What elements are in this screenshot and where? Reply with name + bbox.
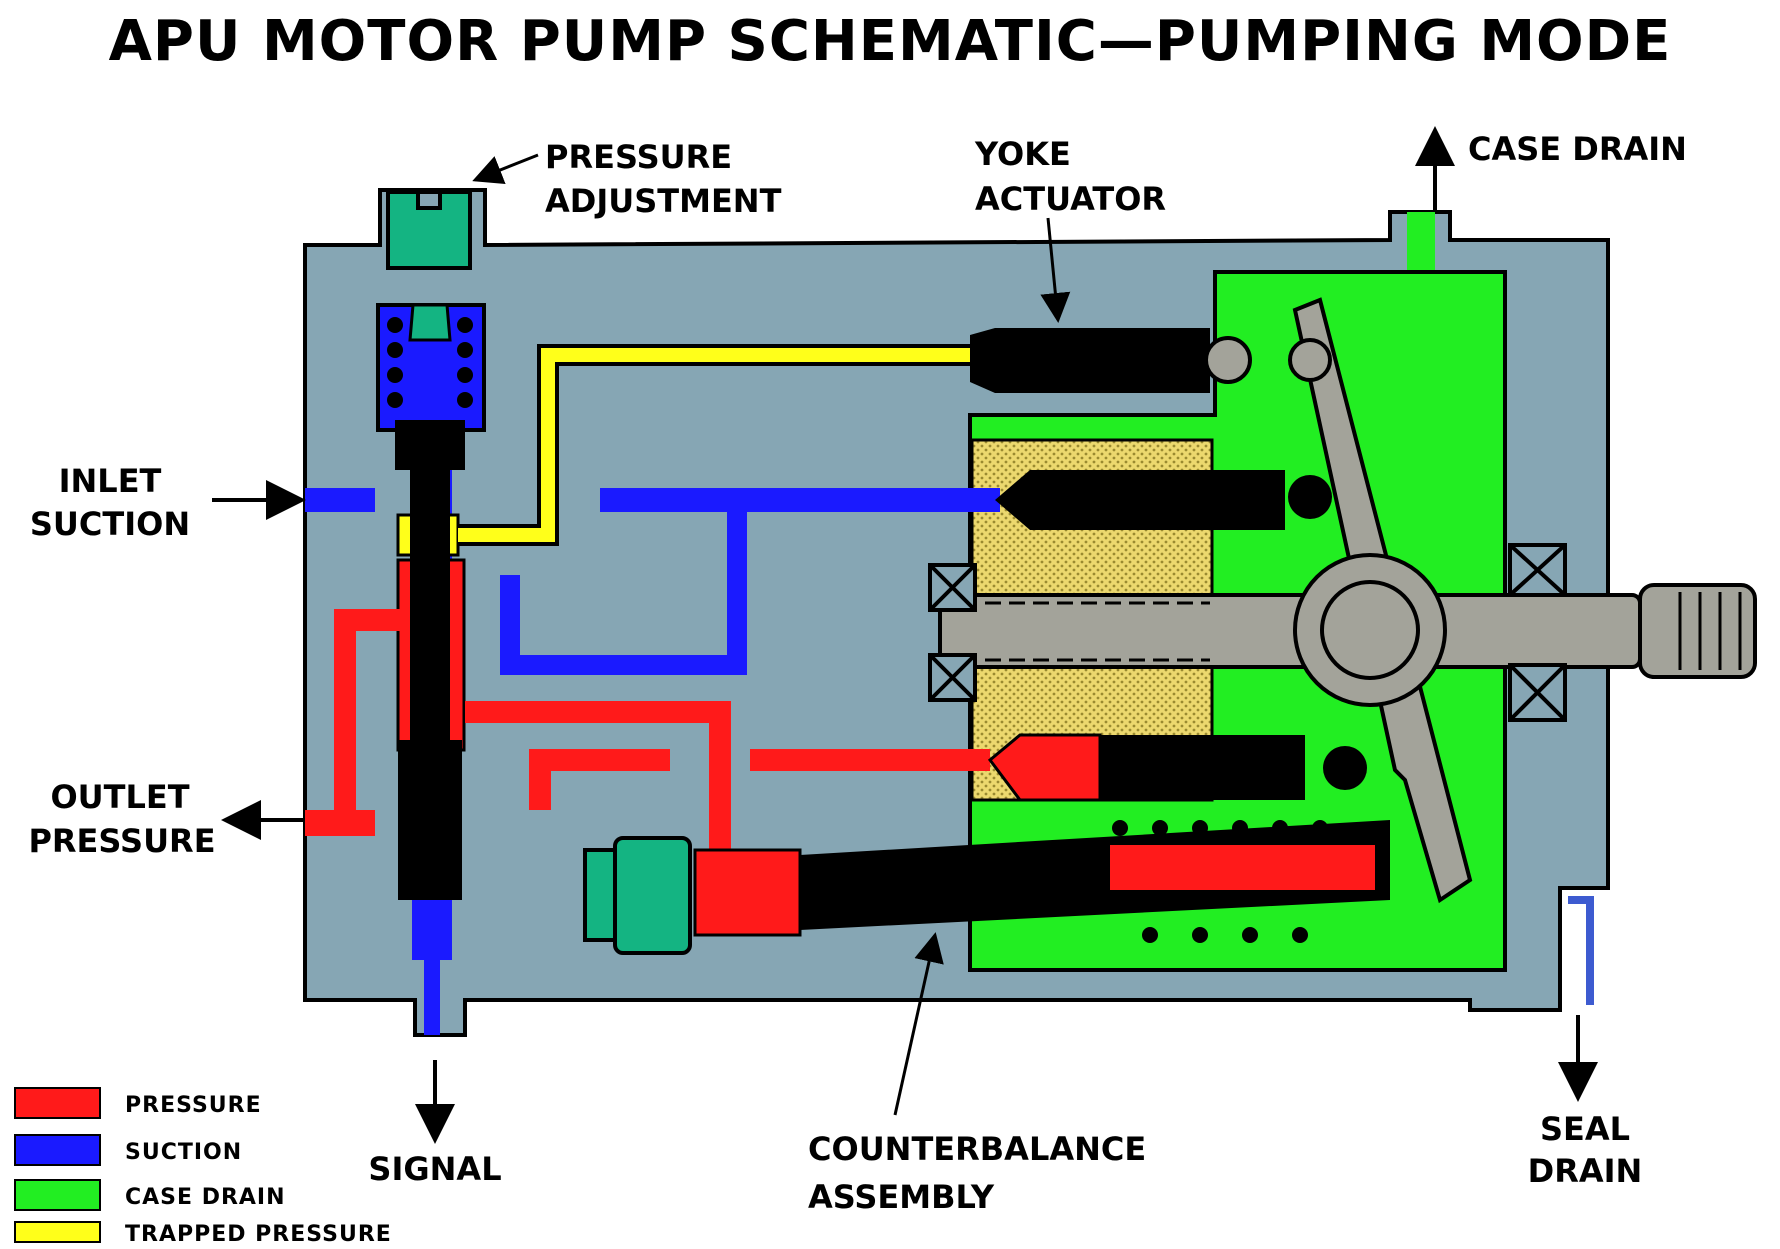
label-pressure-adjustment-line1: PRESSURE [545, 138, 732, 176]
shaft-spline [1638, 583, 1757, 679]
counterbalance-piston-red [1110, 845, 1375, 890]
diagram-title: APU MOTOR PUMP SCHEMATIC—PUMPING MODE [109, 9, 1672, 74]
counterbalance-pressure-chamber [693, 848, 802, 937]
label-seal-drain-line1: SEAL [1540, 1110, 1630, 1148]
label-counterbalance-line2: ASSEMBLY [808, 1178, 995, 1216]
counterbalance-spring [1112, 820, 1328, 943]
legend: PRESSURE SUCTION CASE DRAIN TRAPPED PRES… [14, 1087, 392, 1247]
yoke-pivot-inner [1320, 580, 1420, 680]
shaft-bearing-left [928, 563, 977, 702]
legend-label-suction: SUCTION [125, 1140, 242, 1165]
legend-label-trapped-pressure: TRAPPED PRESSURE [125, 1222, 392, 1244]
piston-shoe-lower [1323, 746, 1367, 790]
shaft-bearing-right [1508, 543, 1567, 722]
drive-shaft [938, 593, 1642, 669]
label-inlet-suction-line1: INLET [59, 462, 162, 500]
compensator-spool [395, 420, 465, 900]
piston-shoe-upper [1288, 475, 1332, 519]
spline-ridges [1678, 592, 1742, 670]
label-outlet-pressure-line1: OUTLET [50, 778, 189, 816]
counterbalance-adjuster-nut [613, 836, 692, 955]
label-counterbalance-line1: COUNTERBALANCE [808, 1130, 1146, 1168]
counterbalance-arrow [893, 932, 944, 1116]
seal-drain-passage [1568, 896, 1594, 1005]
legend-swatch-pressure [14, 1087, 101, 1119]
outlet-pressure-passage [334, 609, 410, 820]
label-outlet-pressure-line2: PRESSURE [28, 822, 215, 860]
legend-label-case-drain: CASE DRAIN [125, 1185, 286, 1210]
suction-piston-upper [995, 470, 1285, 530]
label-seal-drain-line2: DRAIN [1528, 1152, 1643, 1190]
legend-label-pressure: PRESSURE [125, 1093, 262, 1118]
legend-swatch-case-drain [14, 1179, 101, 1211]
case-drain-port [1407, 212, 1435, 272]
pressure-piston-lower [1100, 735, 1305, 800]
yoke-actuator-piston-head [1204, 336, 1252, 384]
shaft-centerline [985, 601, 1210, 662]
suction-passage-down [500, 500, 747, 675]
yoke-link-pin [1288, 338, 1332, 382]
signal-line [424, 900, 440, 1035]
label-signal: SIGNAL [368, 1150, 501, 1188]
inlet-suction-port [305, 488, 375, 512]
label-pressure-adjustment-line2: ADJUSTMENT [545, 182, 782, 220]
pressure-passage [465, 701, 990, 870]
label-yoke-actuator-line1: YOKE [974, 135, 1071, 173]
adjuster-cap [408, 303, 452, 342]
yoke-actuator [970, 328, 1210, 393]
pressure-adjustment-arrow [472, 153, 539, 184]
label-inlet-suction-line2: SUCTION [30, 505, 190, 543]
trapped-pressure-line-fill [458, 348, 975, 542]
legend-swatch-trapped-pressure [14, 1221, 101, 1243]
pressure-adjustment-screw [386, 190, 472, 270]
label-yoke-actuator-line2: ACTUATOR [975, 180, 1166, 218]
compensator-spring [387, 317, 473, 408]
yoke-actuator-arrow [1040, 217, 1071, 323]
label-case-drain: CASE DRAIN [1468, 130, 1687, 168]
legend-swatch-suction [14, 1134, 101, 1166]
